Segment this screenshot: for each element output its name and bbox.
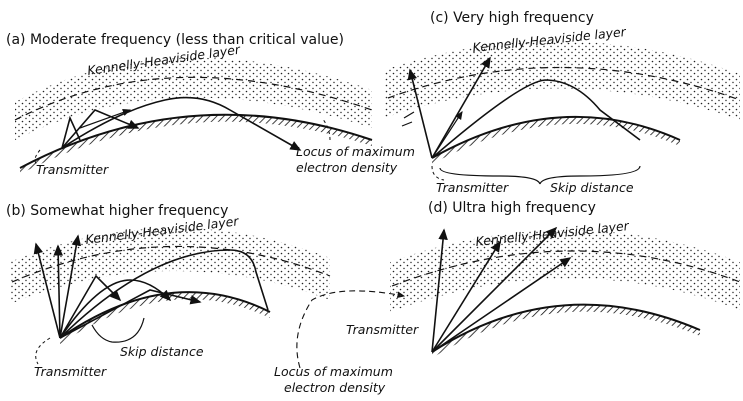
panel-c-max-density-locus	[387, 66, 741, 101]
panel-b-ray-1	[33, 242, 61, 339]
panel-c-ionosphere-band	[384, 40, 740, 120]
panel-c-title: (c) Very high frequency	[430, 10, 594, 26]
panel-a-title: (a) Moderate frequency (less than critic…	[6, 32, 344, 48]
panel-c-ray-2	[431, 56, 491, 159]
panel-b-ionosphere-band	[10, 227, 330, 304]
panel-d-ray-4	[431, 257, 572, 353]
panel-d: (d) Ultra high frequency Kennelly-Heavis…	[346, 200, 741, 358]
panel-b-ray-2	[53, 244, 64, 339]
panel-a-ionosphere-band	[15, 57, 372, 140]
panel-b-locus-label-2: electron density	[284, 380, 386, 395]
panel-d-ray-3	[431, 226, 558, 353]
panel-b-ray-3	[59, 234, 82, 339]
panel-b: (b) Somewhat higher frequency Kennelly-H…	[6, 203, 406, 395]
panel-b-ray-6	[59, 289, 202, 339]
panel-b-ray-4	[59, 274, 122, 339]
panel-c-ray-1	[407, 68, 433, 159]
panel-b-locus-label-1: Locus of maximum	[274, 364, 393, 379]
panel-b-ray-7	[59, 249, 269, 339]
panel-b-ray-5	[59, 279, 172, 339]
panel-a-ray-1	[61, 115, 81, 149]
panel-c-transmitter-label: Transmitter	[436, 180, 509, 195]
panel-d-ray-1	[431, 228, 448, 353]
panel-c-ray-3	[431, 79, 641, 159]
panel-c-skip-distance-label: Skip distance	[550, 180, 634, 195]
panel-c-earth-surface	[432, 116, 680, 164]
panel-d-title: (d) Ultra high frequency	[428, 200, 596, 216]
panel-a-ray-4	[79, 109, 132, 129]
panel-c: (c) Very high frequency Kennelly-Heavisi…	[384, 10, 741, 195]
panel-a-ray-2	[61, 109, 140, 149]
panel-b-earth-surface	[60, 292, 270, 344]
panel-d-transmitter-label: Transmitter	[346, 322, 419, 337]
panel-a-transmitter-label: Transmitter	[36, 162, 109, 177]
panel-a-locus-label-2: electron density	[296, 160, 398, 175]
panel-b-skip-distance-label: Skip distance	[120, 344, 204, 359]
panel-b-max-density-locus	[11, 245, 331, 283]
panel-b-title: (b) Somewhat higher frequency	[6, 203, 228, 219]
panel-d-ionosphere-band	[390, 230, 740, 312]
panel-a-max-density-locus	[14, 76, 373, 121]
panel-b-transmitter-label: Transmitter	[34, 364, 107, 379]
panel-d-ray-2	[431, 240, 501, 353]
panel-a-locus-label-1: Locus of maximum	[296, 144, 415, 159]
panel-a: (a) Moderate frequency (less than critic…	[6, 32, 415, 177]
panel-c-ray-4	[431, 110, 463, 159]
panel-a-ray-3	[61, 96, 302, 151]
